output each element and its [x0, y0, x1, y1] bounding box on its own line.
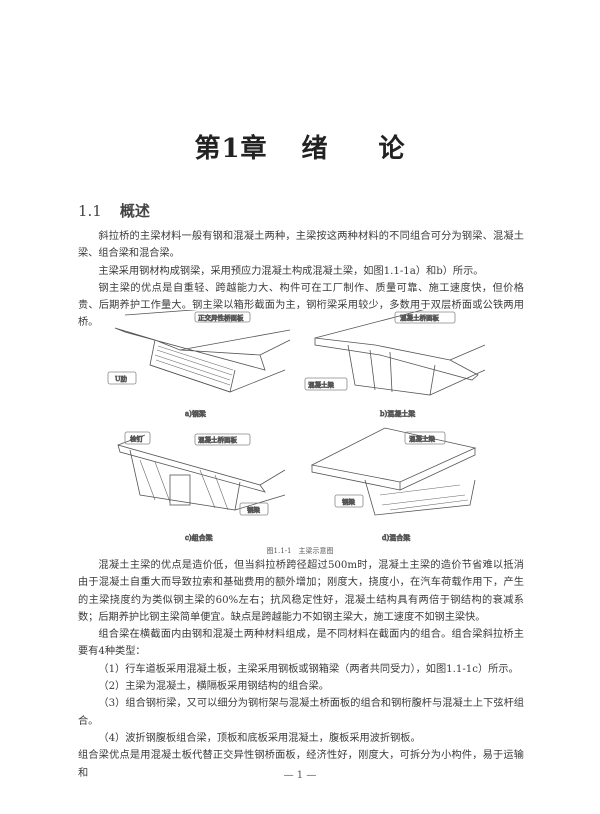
- callout-label: 混凝土梁: [308, 380, 335, 389]
- paragraph: 混凝土主梁的优点是造价低，但当斜拉桥跨径超过500m时，混凝土主梁的造价节省难以…: [78, 560, 524, 623]
- callout-label: 混凝土桥面板: [400, 313, 440, 322]
- callout-label: 钢梁: [342, 497, 356, 506]
- intro-text: 斜拉桥的主梁材料一般有钢和混凝土两种，主梁按这两种材料的不同组合可分为钢梁、混凝…: [78, 228, 524, 332]
- section-heading: 1.1 概述: [78, 200, 150, 221]
- paragraph: 钢主梁的优点是自重轻、跨越能力大、构件可在工厂制作、质量可靠、施工速度快，但价格…: [78, 282, 524, 329]
- section-number: 1.1: [78, 202, 102, 220]
- chapter-number: 第1章: [194, 134, 268, 164]
- section-title: 概述: [119, 202, 150, 220]
- figure-girder-diagrams: 正交异性桥面板 U肋 a)钢梁 混凝土桥面板 混凝土梁 b)混凝土梁 栓钉 混凝…: [100, 304, 500, 550]
- paragraph: 组合梁在横截面内由钢和混凝土两种材料组成，是不同材料在截面内的组合。组合梁斜拉桥…: [78, 629, 524, 658]
- chapter-title-char: 论: [378, 134, 406, 164]
- callout-label: 正交异性桥面板: [198, 313, 244, 322]
- panel-composite-girder: 栓钉 混凝土桥面板 钢梁 c)组合梁: [117, 431, 286, 542]
- panel-hybrid-girder: 混凝土梁 钢梁 d)混合梁: [310, 427, 477, 542]
- list-item: （1）行车道板采用混凝土板，主梁采用钢板或钢箱梁（两者共同受力），如图1.1-1…: [98, 663, 519, 675]
- list-item: （2）主梁为混凝土，横隔板采用钢结构的组合梁。: [98, 681, 329, 693]
- callout-label: 钢梁: [247, 505, 261, 514]
- list-item: （3）组合钢桁梁，又可以细分为钢桁架与混凝土桥面板的组合和钢桁腹杆与混凝土上下弦…: [78, 698, 524, 727]
- panel-label: a)钢梁: [185, 409, 206, 418]
- callout-label: U肋: [115, 374, 127, 383]
- panel-label: d)混合梁: [382, 533, 410, 542]
- chapter-title-char: 绪: [301, 134, 329, 164]
- callout-label: 栓钉: [130, 434, 144, 443]
- chapter-title: 第1章 绪 论: [0, 128, 600, 165]
- paragraph: 斜拉桥的主梁材料一般有钢和混凝土两种，主梁按这两种材料的不同组合可分为钢梁、混凝…: [78, 231, 524, 260]
- callout-label: 混凝土梁: [409, 434, 436, 443]
- panel-label: b)混凝土梁: [380, 409, 415, 418]
- figure-caption: 图1.1-1 主梁示意图: [266, 547, 334, 555]
- paragraph: 主梁采用钢材构成钢梁，采用预应力混凝土构成混凝土梁，如图1.1-1a）和b）所示…: [98, 265, 484, 277]
- paragraph: 组合梁优点是用混凝土板代替正交异性钢桥面板，经济性好，刚度大，可拆分为小构件，易…: [78, 750, 524, 779]
- page-number: — 1 —: [283, 770, 317, 781]
- panel-concrete-girder: 混凝土桥面板 混凝土梁 b)混凝土梁: [304, 307, 486, 418]
- panel-steel-girder: 正交异性桥面板 U肋 a)钢梁: [107, 304, 291, 418]
- callout-label: 混凝土桥面板: [198, 435, 238, 444]
- panel-label: c)组合梁: [185, 533, 213, 542]
- body-text: 混凝土主梁的优点是造价低，但当斜拉桥跨径超过500m时，混凝土主梁的造价节省难以…: [78, 557, 524, 782]
- list-item: （4）波折钢腹板组合梁，顶板和底板采用混凝土，腹板采用波折钢板。: [98, 732, 421, 744]
